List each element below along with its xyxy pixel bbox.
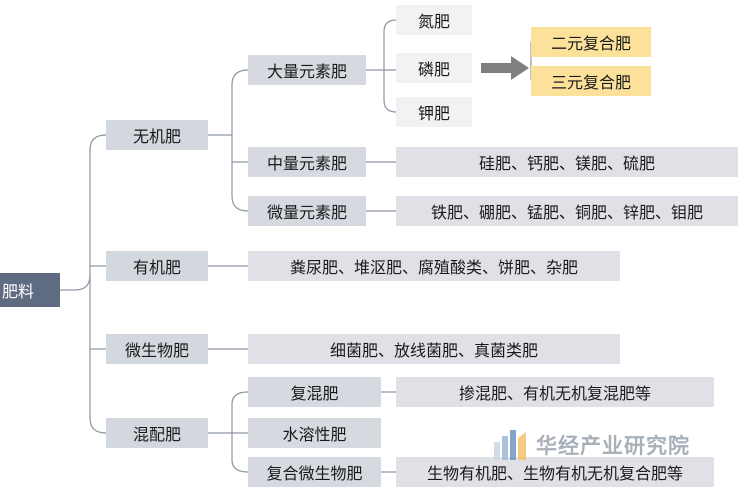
category-microbial: 微生物肥 bbox=[106, 334, 208, 364]
compound-label: 三元复合肥 bbox=[550, 73, 631, 92]
subcategory-macro: 大量元素肥 bbox=[248, 55, 366, 85]
category-label: 有机肥 bbox=[132, 258, 181, 277]
detail-micro: 铁肥、硼肥、锰肥、铜肥、锌肥、钼肥 bbox=[396, 196, 738, 226]
detail-organic: 粪尿肥、堆沤肥、腐殖酸类、饼肥、杂肥 bbox=[248, 251, 620, 281]
leaf-label: 钾肥 bbox=[417, 104, 450, 123]
detail-text: 掺混肥、有机无机复混肥等 bbox=[458, 384, 651, 403]
detail-compound-mix: 掺混肥、有机无机复混肥等 bbox=[396, 377, 714, 407]
watermark-text: 华经产业研究院 bbox=[536, 434, 690, 458]
leaf-nitrogen: 氮肥 bbox=[396, 5, 472, 35]
detail-compound-microbial: 生物有机肥、生物有机无机复合肥等 bbox=[396, 457, 714, 487]
detail-text: 铁肥、硼肥、锰肥、铜肥、锌肥、钼肥 bbox=[430, 203, 703, 222]
detail-secondary: 硅肥、钙肥、镁肥、硫肥 bbox=[396, 147, 738, 177]
subcategory-compound-mix: 复混肥 bbox=[248, 377, 381, 407]
subcategory-label: 水溶性肥 bbox=[282, 425, 347, 444]
subcategory-compound-microbial: 复合微生物肥 bbox=[248, 457, 381, 487]
detail-text: 粪尿肥、堆沤肥、腐殖酸类、饼肥、杂肥 bbox=[289, 258, 578, 277]
detail-text: 细菌肥、放线菌肥、真菌类肥 bbox=[329, 341, 538, 360]
category-label: 混配肥 bbox=[132, 425, 181, 444]
subcategory-water-soluble: 水溶性肥 bbox=[248, 418, 381, 448]
subcategory-micro: 微量元素肥 bbox=[248, 196, 366, 226]
leaf-label: 氮肥 bbox=[417, 12, 450, 31]
detail-microbial: 细菌肥、放线菌肥、真菌类肥 bbox=[248, 334, 620, 364]
subcategory-label: 复混肥 bbox=[290, 384, 339, 403]
leaf-potassium: 钾肥 bbox=[396, 97, 472, 127]
category-label: 微生物肥 bbox=[124, 341, 189, 360]
leaf-label: 磷肥 bbox=[417, 60, 450, 79]
category-label: 无机肥 bbox=[132, 127, 181, 146]
watermark-logo-icon bbox=[494, 430, 526, 460]
subcategory-label: 中量元素肥 bbox=[266, 154, 347, 173]
right-arrow-icon bbox=[481, 56, 529, 80]
watermark: 华经产业研究院 bbox=[492, 428, 690, 462]
category-blended: 混配肥 bbox=[106, 418, 208, 448]
category-organic: 有机肥 bbox=[106, 251, 208, 281]
detail-text: 生物有机肥、生物有机无机复合肥等 bbox=[426, 464, 683, 483]
subcategory-label: 复合微生物肥 bbox=[266, 464, 363, 483]
root-label: 肥料 bbox=[2, 282, 35, 301]
root-node: 肥料 bbox=[0, 273, 60, 307]
compound-binary: 二元复合肥 bbox=[531, 27, 651, 57]
subcategory-label: 微量元素肥 bbox=[266, 203, 347, 222]
compound-label: 二元复合肥 bbox=[550, 34, 631, 53]
detail-text: 硅肥、钙肥、镁肥、硫肥 bbox=[478, 154, 655, 173]
subcategory-secondary: 中量元素肥 bbox=[248, 147, 366, 177]
compound-ternary: 三元复合肥 bbox=[531, 66, 651, 96]
leaf-phosphorus: 磷肥 bbox=[396, 53, 472, 83]
category-inorganic: 无机肥 bbox=[106, 120, 208, 150]
subcategory-label: 大量元素肥 bbox=[266, 62, 347, 81]
